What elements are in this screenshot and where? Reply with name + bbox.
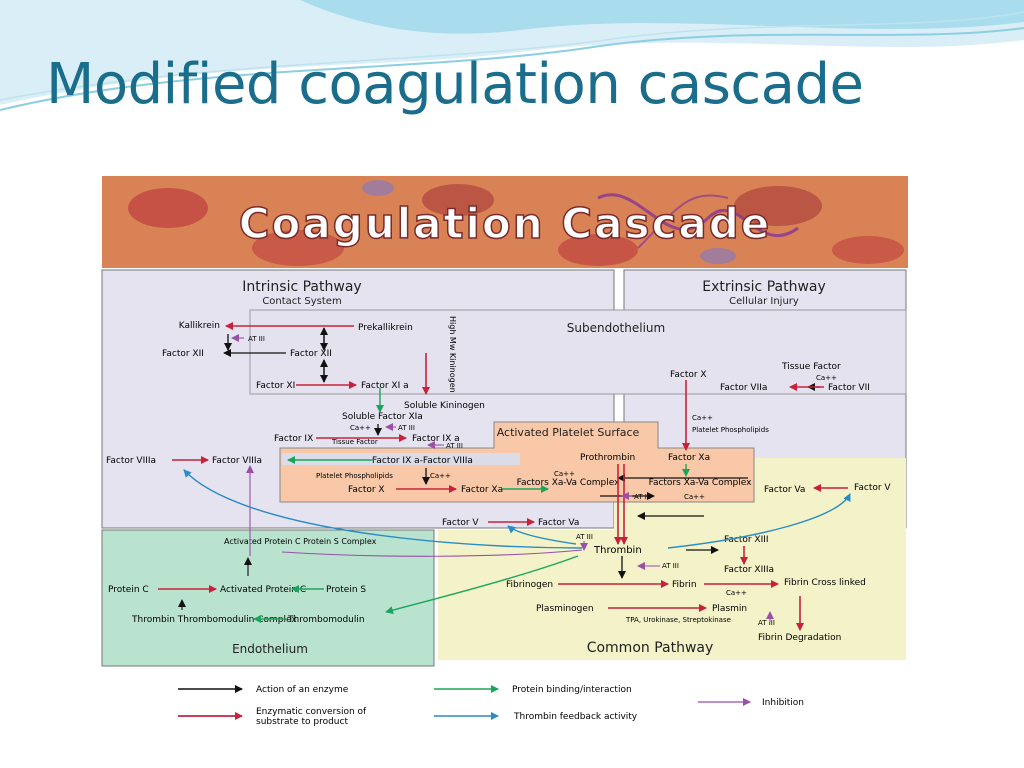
protein-c-label: Protein C (108, 585, 149, 595)
thrombin-label: Thrombin (593, 545, 642, 556)
tpa-label: TPA, Urokinase, Streptokinase (625, 616, 731, 624)
complex-1-label: Factors Xa-Va Complex (517, 478, 620, 488)
enzyme-arrows (223, 327, 820, 579)
ca-label-6: Ca++ (692, 414, 713, 422)
prothrombin-label: Prothrombin (580, 453, 635, 463)
fibrin-cross-label: Fibrin Cross linked (784, 578, 866, 588)
at3-label-5: AT III (576, 533, 593, 541)
legend-conversion-label: Enzymatic conversion of substrate to pro… (256, 707, 369, 727)
at3-label-7: AT III (758, 619, 775, 627)
ca-label-4: Ca++ (684, 493, 705, 501)
inhibition-arrows (178, 334, 774, 622)
intrinsic-title: Intrinsic Pathway (242, 279, 361, 295)
factor-v-right-label: Factor V (854, 483, 891, 493)
legend-inhibition-label: Inhibition (762, 698, 804, 708)
apcs-complex-label: Activated Protein C Protein S Complex (224, 537, 377, 546)
legend-binding-label: Protein binding/interaction (512, 685, 632, 695)
factor-xia-label: Factor XI a (361, 381, 409, 391)
plasmin-label: Plasmin (712, 604, 747, 614)
legend-enzyme-label: Action of an enzyme (256, 685, 349, 695)
ca-label-3: Ca++ (554, 470, 575, 478)
common-panel (438, 530, 906, 660)
legend: Action of an enzyme Protein binding/inte… (178, 685, 804, 727)
ca-label-1: Ca++ (350, 424, 371, 432)
factor-viiia-left-label: Factor VIIIa (106, 456, 156, 466)
hmwk-label: High Mw Kininogen (448, 316, 457, 393)
thrombin-tm-label: Thrombin Thrombomodulin Complex (131, 615, 297, 625)
coagulation-diagram: Coagulation Cascade Intrinsic Pathway Co… (78, 148, 944, 744)
factor-v-label: Factor V (442, 518, 479, 528)
endothelium-label: Endothelium (232, 642, 308, 656)
banner-title: Coagulation Cascade (239, 199, 772, 248)
prekallikrein-label: Prekallikrein (358, 323, 413, 333)
common-pathway-label: Common Pathway (587, 640, 714, 656)
extrinsic-subtitle: Cellular Injury (729, 296, 799, 307)
banner: Coagulation Cascade (102, 176, 908, 268)
platelet-title: Activated Platelet Surface (497, 426, 640, 439)
factor-xiiia-label: Factor XIIIa (724, 565, 774, 575)
ca-label-5: Ca++ (816, 374, 837, 382)
intrinsic-subtitle: Contact System (262, 296, 341, 307)
soluble-factor-xia-label: Soluble Factor XIa (342, 412, 423, 422)
factor-xii-b-label: Factor XII (290, 349, 332, 359)
subendothelium-band (249, 309, 907, 395)
plasminogen-label: Plasminogen (536, 604, 594, 614)
tissue-factor-label-1: Tissue Factor (331, 438, 378, 446)
tissue-factor-label-2: Tissue Factor (781, 362, 841, 372)
fibrinogen-label: Fibrinogen (506, 580, 553, 590)
complex-2-label: Factors Xa-Va Complex (649, 478, 752, 488)
factor-x-label-1: Factor X (348, 485, 385, 495)
factor-xa-label-2: Factor Xa (668, 453, 710, 463)
endothelium-panel (101, 529, 435, 667)
at3-label-6: AT III (662, 562, 679, 570)
factor-viia-label: Factor VIIa (720, 383, 767, 393)
header-waves (0, 0, 1024, 111)
ixa-viiia-band (282, 453, 520, 465)
apc-label: Activated Protein C (220, 585, 306, 595)
thrombomodulin-label: Thrombomodulin (287, 615, 365, 625)
factor-ixa-label: Factor IX a (412, 434, 460, 444)
at3-label-2: AT III (398, 424, 415, 432)
factor-va-label: Factor Va (538, 518, 579, 528)
factor-xii-a-label: Factor XII (162, 349, 204, 359)
at3-label-3: AT III (446, 442, 463, 450)
platelet-phospholipids-label-2: Platelet Phospholipids (692, 426, 769, 434)
fibrin-degradation-label: Fibrin Degradation (758, 633, 841, 643)
at3-label-1: AT III (248, 335, 265, 343)
at3-label-4: AT III (634, 493, 651, 501)
platelet-phospholipids-label-1: Platelet Phospholipids (316, 472, 393, 480)
legend-feedback-label: Thrombin feedback activity (513, 712, 638, 722)
factor-xa-label-1: Factor Xa (461, 485, 503, 495)
factor-xiii-label: Factor XIII (724, 535, 769, 545)
soluble-kininogen-label: Soluble Kininogen (404, 401, 485, 411)
factor-vii-label: Factor VII (828, 383, 870, 393)
kallikrein-label: Kallikrein (179, 321, 220, 331)
conversion-arrows (158, 322, 848, 631)
ca-label-2: Ca++ (430, 472, 451, 480)
factor-ix-label: Factor IX (274, 434, 313, 444)
factor-x-label-2: Factor X (670, 370, 707, 380)
protein-s-label: Protein S (326, 585, 366, 595)
factor-viiia-label: Factor VIIIa (212, 456, 262, 466)
extrinsic-title: Extrinsic Pathway (702, 279, 826, 295)
ixa-viiia-label: Factor IX a-Factor VIIIa (372, 456, 473, 466)
factor-xi-label: Factor XI (256, 381, 295, 391)
binding-arrows (253, 388, 690, 623)
feedback-arrows (183, 469, 851, 549)
subendothelium-label: Subendothelium (567, 321, 665, 335)
fibrin-label: Fibrin (672, 580, 697, 590)
slide-title: Modified coagulation cascade (46, 52, 864, 117)
factor-va-right-label: Factor Va (764, 485, 805, 495)
ca-label-7: Ca++ (726, 589, 747, 597)
